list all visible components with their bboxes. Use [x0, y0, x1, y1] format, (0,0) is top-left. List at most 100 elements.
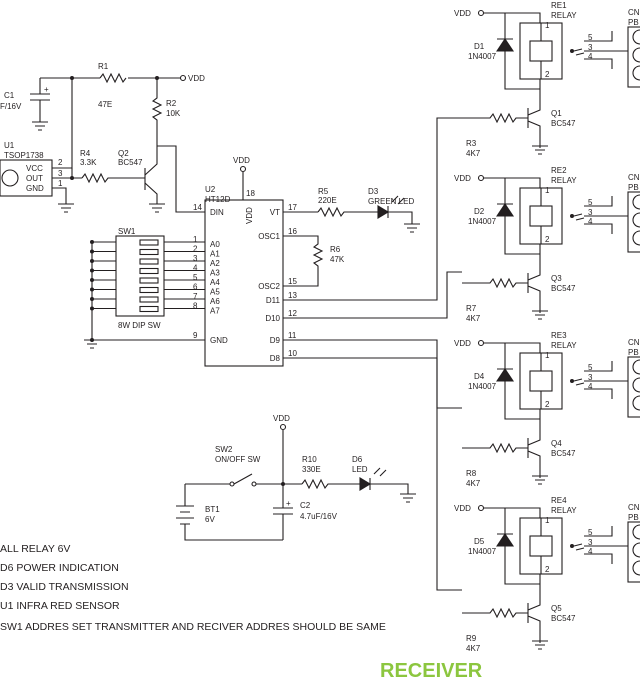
svg-text:BC547: BC547 — [551, 119, 576, 128]
svg-text:5: 5 — [588, 363, 593, 372]
bt1-ref: BT1 — [205, 505, 220, 514]
svg-text:5: 5 — [588, 528, 593, 537]
svg-text:2: 2 — [545, 565, 550, 574]
svg-text:Q5: Q5 — [551, 604, 562, 613]
svg-text:A1: A1 — [210, 250, 220, 259]
r5-ref: R5 — [318, 187, 329, 196]
svg-text:BC547: BC547 — [551, 449, 576, 458]
valid-indicator: R5 220E D3 GREEN LED R6 47K — [283, 187, 420, 287]
svg-text:VDD: VDD — [233, 156, 250, 165]
svg-text:PB: PB — [628, 348, 639, 357]
svg-text:4: 4 — [588, 52, 593, 61]
svg-text:18: 18 — [246, 189, 255, 198]
note-4: U1 INFRA RED SENSOR — [0, 600, 120, 612]
svg-text:PB: PB — [628, 183, 639, 192]
q2-part: BC547 — [118, 158, 143, 167]
svg-text:1: 1 — [545, 351, 550, 360]
svg-text:OUT: OUT — [26, 174, 43, 183]
bt1-value: 6V — [205, 515, 215, 524]
svg-text:CN: CN — [628, 338, 640, 347]
svg-text:4K7: 4K7 — [466, 644, 481, 653]
r5-value: 220E — [318, 196, 337, 205]
sw1-dip-switch: SW1 8W DIP SW — [84, 227, 205, 349]
d6-ref: D6 — [352, 455, 363, 464]
svg-text:GND: GND — [26, 184, 44, 193]
svg-text:D8: D8 — [270, 354, 281, 363]
svg-text:2: 2 — [545, 70, 550, 79]
svg-text:VDD: VDD — [245, 207, 254, 224]
svg-text:14: 14 — [193, 203, 202, 212]
svg-text:D2: D2 — [474, 207, 485, 216]
svg-text:5: 5 — [193, 273, 198, 282]
svg-text:3: 3 — [588, 43, 593, 52]
svg-text:D5: D5 — [474, 537, 485, 546]
svg-text:OSC1: OSC1 — [258, 232, 280, 241]
svg-text:RELAY: RELAY — [551, 11, 577, 20]
svg-text:2: 2 — [545, 235, 550, 244]
svg-text:1N4007: 1N4007 — [468, 52, 497, 61]
svg-text:+: + — [286, 499, 291, 508]
svg-text:6: 6 — [193, 283, 198, 292]
svg-text:4K7: 4K7 — [466, 479, 481, 488]
svg-text:CN: CN — [628, 8, 640, 17]
svg-text:CN: CN — [628, 503, 640, 512]
svg-text:5: 5 — [588, 33, 593, 42]
svg-text:DIN: DIN — [210, 208, 224, 217]
svg-text:10: 10 — [288, 349, 297, 358]
svg-text:RE4: RE4 — [551, 496, 567, 505]
dip-lever — [139, 286, 159, 294]
svg-text:A3: A3 — [210, 269, 220, 278]
svg-text:BC547: BC547 — [551, 284, 576, 293]
svg-text:8: 8 — [193, 302, 198, 311]
svg-text:GND: GND — [210, 336, 228, 345]
relay-channels: VDDD11N400712RE1RELAY534CNPBQ1BC547R34K7… — [454, 1, 640, 653]
svg-text:VCC: VCC — [26, 164, 43, 173]
svg-text:4K7: 4K7 — [466, 149, 481, 158]
svg-text:17: 17 — [288, 203, 297, 212]
r4-value: 3.3K — [80, 158, 97, 167]
note-1: ALL RELAY 6V — [0, 543, 70, 555]
svg-text:RE3: RE3 — [551, 331, 567, 340]
input-section: VDD R1 47E + C1 F/16V R2 10K U1 TSOP1738… — [0, 62, 205, 213]
svg-text:2: 2 — [58, 158, 63, 167]
svg-text:3: 3 — [58, 169, 63, 178]
svg-text:1: 1 — [58, 179, 63, 188]
dip-lever — [139, 248, 159, 256]
svg-text:9: 9 — [193, 331, 198, 340]
svg-text:1: 1 — [193, 235, 198, 244]
svg-text:Q3: Q3 — [551, 274, 562, 283]
notes: ALL RELAY 6V D6 POWER INDICATION D3 VALI… — [0, 543, 386, 633]
sw2-ref: SW2 — [215, 445, 233, 454]
sw1-label: 8W DIP SW — [118, 321, 161, 330]
svg-text:1N4007: 1N4007 — [468, 382, 497, 391]
d6-label: LED — [352, 465, 368, 474]
svg-text:11: 11 — [288, 331, 297, 340]
svg-text:R3: R3 — [466, 139, 477, 148]
svg-text:5: 5 — [588, 198, 593, 207]
svg-text:3: 3 — [588, 373, 593, 382]
note-5: SW1 ADDRES SET TRANSMITTER AND RECIVER A… — [0, 621, 386, 633]
svg-text:4: 4 — [588, 217, 593, 226]
svg-text:1: 1 — [545, 186, 550, 195]
svg-text:VDD: VDD — [454, 9, 471, 18]
u1-ref: U1 — [4, 141, 15, 150]
u2-part: HT12D — [205, 195, 231, 204]
svg-text:D11: D11 — [266, 296, 281, 305]
svg-text:3: 3 — [193, 254, 198, 263]
svg-text:RELAY: RELAY — [551, 176, 577, 185]
svg-text:Q4: Q4 — [551, 439, 562, 448]
svg-text:VDD: VDD — [273, 414, 290, 423]
sw1-ref: SW1 — [118, 227, 136, 236]
u1-part: TSOP1738 — [4, 151, 44, 160]
svg-text:A0: A0 — [210, 240, 220, 249]
c1-value: F/16V — [0, 102, 22, 111]
svg-text:A6: A6 — [210, 297, 220, 306]
dip-lever — [139, 296, 159, 303]
svg-text:A7: A7 — [210, 307, 220, 316]
svg-text:VDD: VDD — [454, 174, 471, 183]
r1-ref: R1 — [98, 62, 109, 71]
c1-ref: C1 — [4, 91, 15, 100]
svg-text:R7: R7 — [466, 304, 477, 313]
